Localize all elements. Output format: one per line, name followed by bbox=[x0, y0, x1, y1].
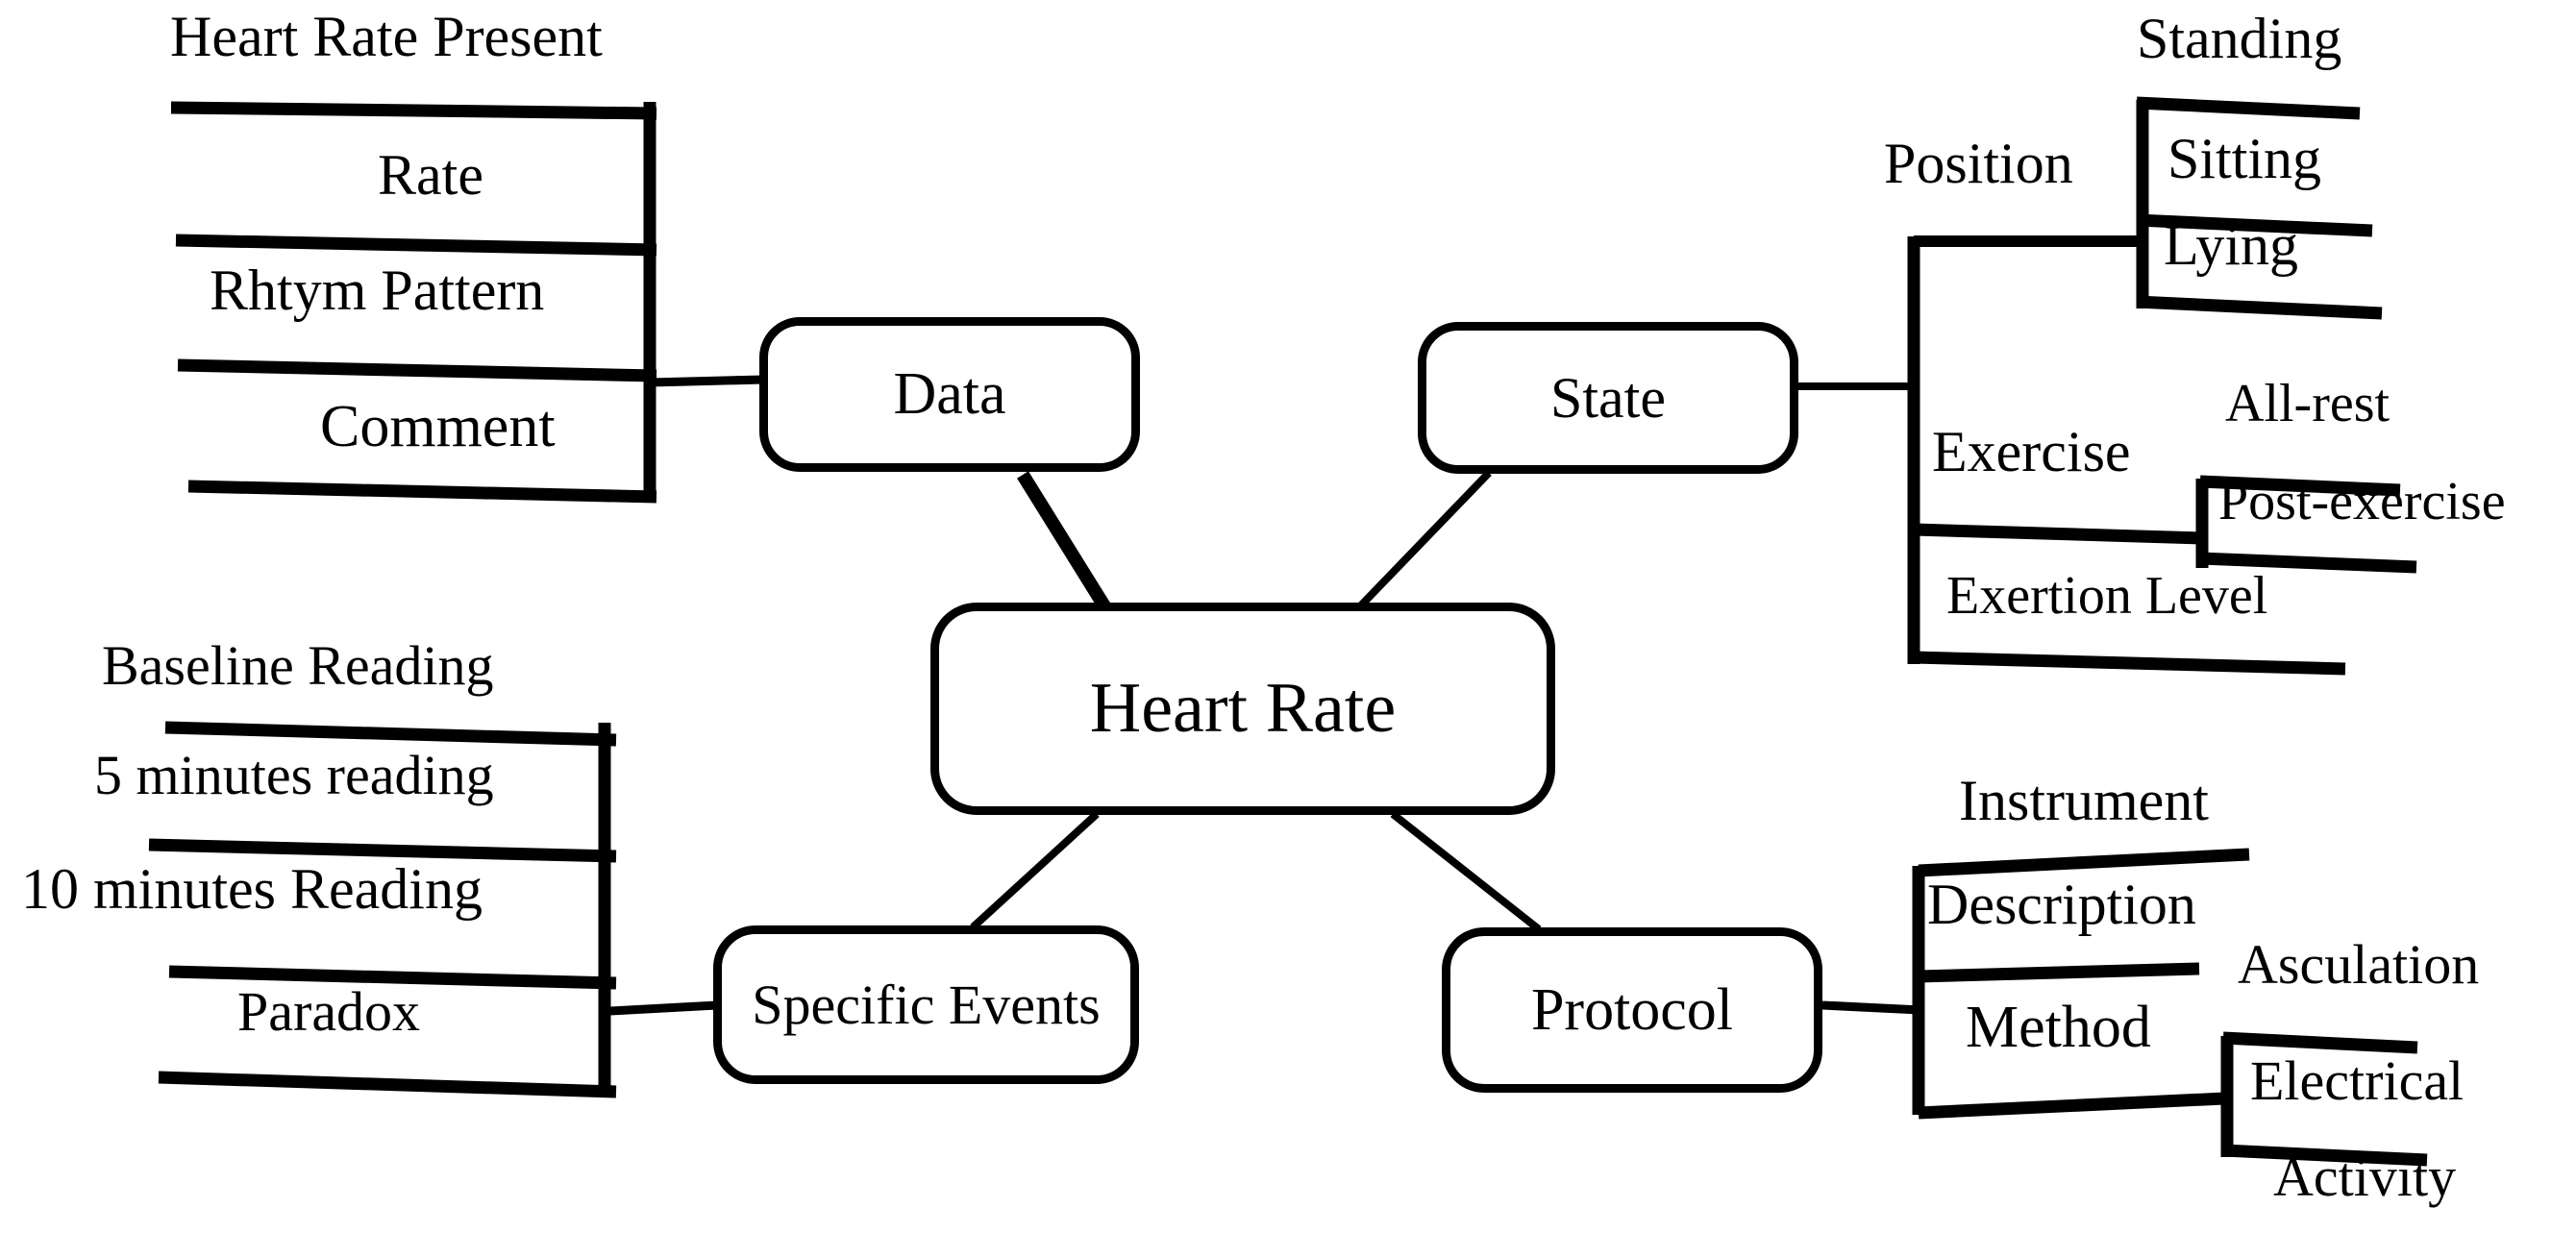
label-exercise[interactable]: Exercise bbox=[1932, 420, 2131, 483]
node-data-label: Data bbox=[893, 361, 1006, 427]
label-paradox[interactable]: Paradox bbox=[237, 980, 421, 1043]
label-sitting[interactable]: Sitting bbox=[2167, 127, 2322, 190]
bracket-data-line-2 bbox=[175, 234, 657, 257]
connector-state-heart bbox=[1356, 470, 1492, 610]
label-rhtym-pattern[interactable]: Rhtym Pattern bbox=[210, 259, 545, 322]
node-protocol[interactable]: Protocol bbox=[1442, 927, 1822, 1093]
label-all-rest[interactable]: All-rest bbox=[2225, 374, 2390, 433]
line-standing bbox=[2136, 96, 2361, 120]
node-specific-events[interactable]: Specific Events bbox=[713, 925, 1139, 1084]
label-method[interactable]: Method bbox=[1966, 995, 2151, 1060]
label-electrical[interactable]: Electrical bbox=[2250, 1049, 2465, 1112]
line-exercise-subtop bbox=[2199, 475, 2401, 497]
bracket-se-line-bottom bbox=[158, 1071, 617, 1098]
label-rate[interactable]: Rate bbox=[378, 143, 483, 207]
node-specific-events-label: Specific Events bbox=[752, 974, 1101, 1036]
label-lying[interactable]: Lying bbox=[2164, 213, 2299, 277]
label-activity[interactable]: Activity bbox=[2273, 1146, 2457, 1208]
bracket-se-line-3 bbox=[168, 965, 617, 990]
line-protocol-top bbox=[1918, 848, 2250, 877]
heading-instrument[interactable]: Instrument bbox=[1959, 769, 2209, 832]
line-sitting bbox=[2136, 213, 2373, 237]
line-exercise-subbottom bbox=[2199, 552, 2417, 574]
node-protocol-label: Protocol bbox=[1530, 976, 1734, 1043]
label-standing[interactable]: Standing bbox=[2137, 7, 2342, 70]
line-exercise bbox=[1913, 523, 2204, 545]
node-state[interactable]: State bbox=[1418, 322, 1798, 474]
connector-data-heart bbox=[1017, 471, 1112, 613]
node-heart-rate[interactable]: Heart Rate bbox=[930, 603, 1555, 815]
bracket-data-line-bottom bbox=[187, 480, 657, 504]
label-position[interactable]: Position bbox=[1884, 132, 2073, 195]
connector-heart-specific bbox=[970, 811, 1100, 930]
line-method-subtop bbox=[2222, 1031, 2418, 1054]
node-data[interactable]: Data bbox=[759, 317, 1140, 472]
bracket-data-line-3 bbox=[177, 358, 657, 382]
bracket-data-line-top bbox=[170, 101, 657, 120]
heading-baseline-reading[interactable]: Baseline Reading bbox=[102, 634, 494, 697]
connector-bracket-data bbox=[649, 375, 764, 387]
node-heart-rate-label: Heart Rate bbox=[1089, 669, 1397, 748]
connector-bracket-se bbox=[608, 1000, 718, 1016]
line-lying bbox=[2136, 295, 2383, 320]
bracket-se-line-top bbox=[164, 721, 617, 747]
label-10-minutes-reading[interactable]: 10 minutes Reading bbox=[21, 857, 483, 921]
label-post-exercise[interactable]: Post-exercise bbox=[2218, 472, 2506, 531]
label-comment[interactable]: Comment bbox=[320, 394, 556, 459]
bracket-se-line-2 bbox=[148, 838, 617, 863]
connector-heart-protocol bbox=[1390, 810, 1542, 933]
node-state-label: State bbox=[1550, 365, 1666, 430]
heading-heart-rate-present[interactable]: Heart Rate Present bbox=[170, 5, 603, 68]
line-state-bottom bbox=[1913, 651, 2346, 676]
label-exertion-level[interactable]: Exertion Level bbox=[1946, 566, 2268, 626]
heading-asculation[interactable]: Asculation bbox=[2238, 933, 2480, 996]
label-5-minutes-reading[interactable]: 5 minutes reading bbox=[94, 744, 494, 806]
connector-protocol-spine bbox=[1821, 1000, 1921, 1015]
line-protocol-mid bbox=[1918, 962, 2200, 983]
label-description[interactable]: Description bbox=[1927, 873, 2196, 936]
line-protocol-bottom bbox=[1918, 1092, 2225, 1120]
line-method-subbottom bbox=[2222, 1144, 2428, 1167]
